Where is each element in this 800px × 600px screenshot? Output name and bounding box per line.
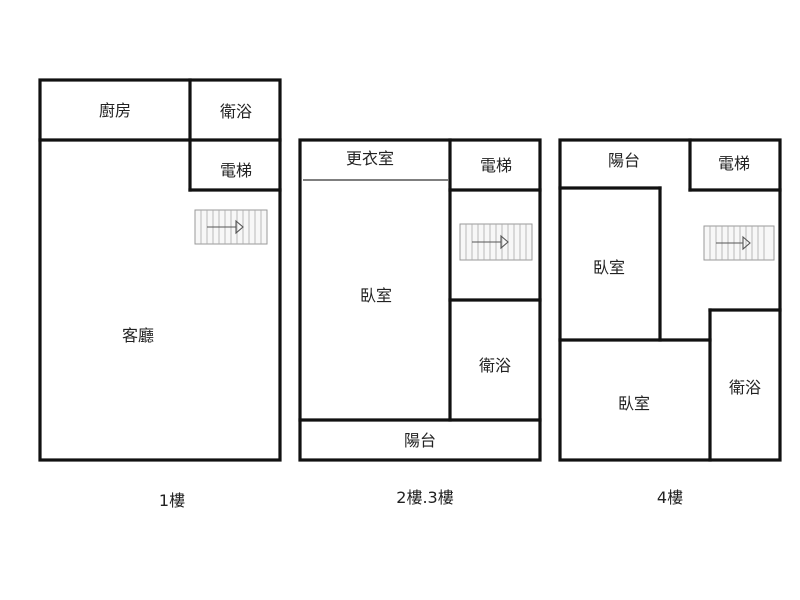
room-label-elevator: 電梯 [220,161,252,180]
floor-1-stairs-icon [194,209,268,245]
floor-2-3-plan: 更衣室 電梯 臥室 衛浴 陽台 2樓.3樓 [298,138,542,507]
floor-2-3-stairs-icon [459,223,533,261]
room-label-balcony: 陽台 [608,151,640,170]
floor-1-plan: 廚房 衛浴 電梯 客廳 1樓 [38,78,282,510]
room-label-kitchen: 廚房 [99,101,131,120]
room-label-closet: 更衣室 [346,149,394,168]
floor-1-outline [38,78,282,462]
room-label-bedroom-bottom: 臥室 [618,394,650,413]
room-label-bathroom: 衛浴 [220,102,252,121]
floor-4-stairs-icon [703,225,775,261]
room-label-bathroom: 衛浴 [729,378,761,397]
floor-4-outline [558,138,782,462]
room-label-balcony: 陽台 [404,431,436,450]
floor-4-plan: 陽台 電梯 臥室 臥室 衛浴 4樓 [558,138,782,507]
floor-4-label: 4樓 [657,488,683,507]
room-label-bedroom-top: 臥室 [593,258,625,277]
floor-2-3-label: 2樓.3樓 [396,488,453,507]
floor-1-label: 1樓 [159,491,185,510]
room-label-elevator: 電梯 [718,154,750,173]
room-label-elevator: 電梯 [480,156,512,175]
room-label-bathroom: 衛浴 [479,356,511,375]
room-label-bedroom: 臥室 [360,286,392,305]
room-label-living-room: 客廳 [122,326,154,345]
